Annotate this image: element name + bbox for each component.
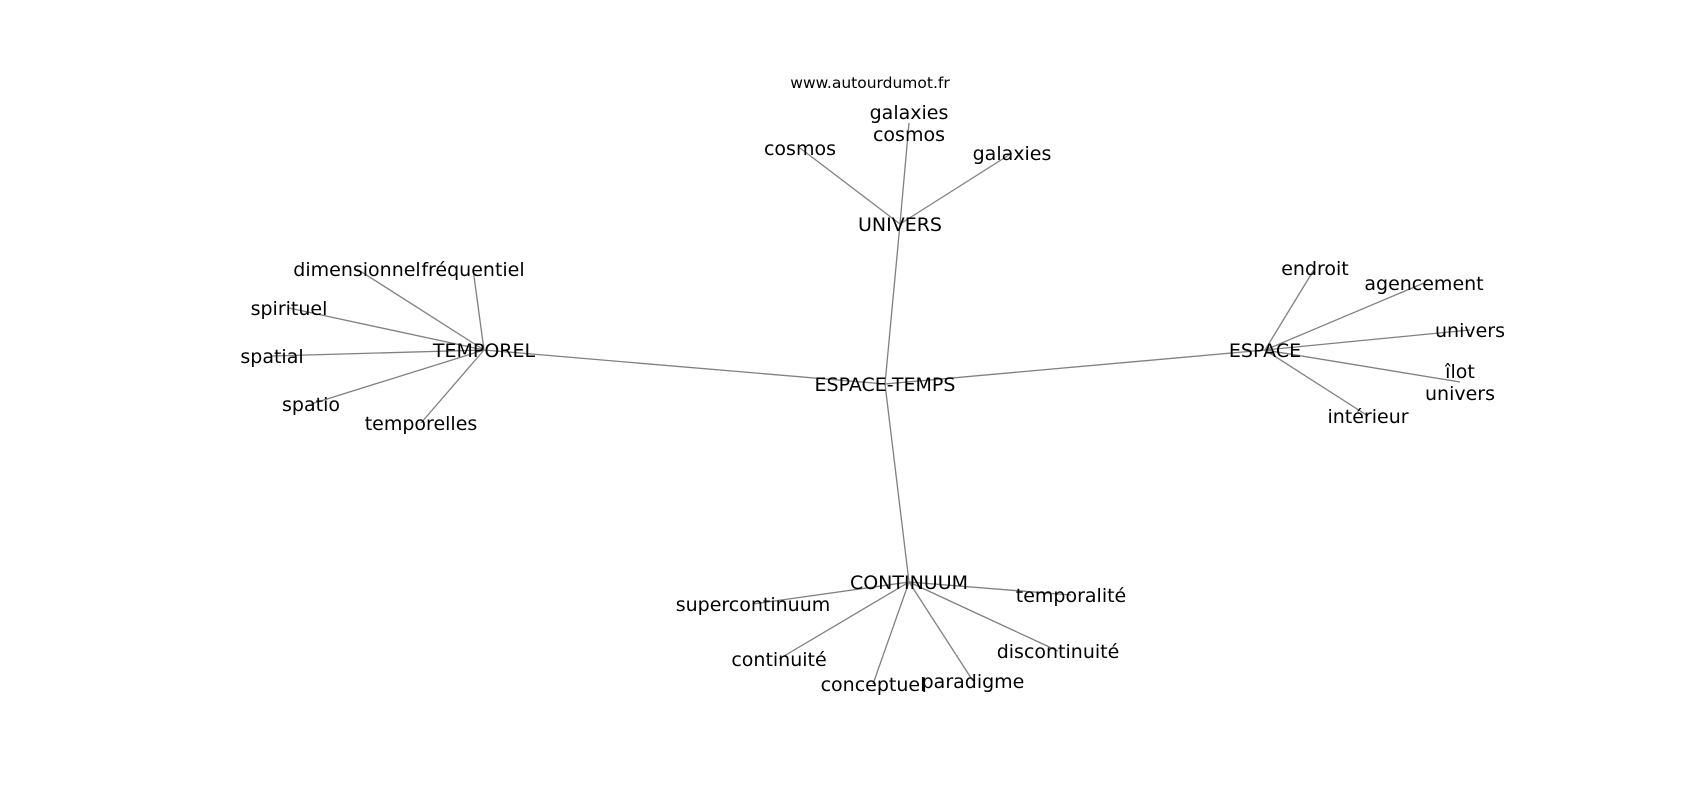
edge-continuum-paradigme	[908, 581, 974, 682]
node-supercontinuum: supercontinuum	[676, 594, 831, 616]
node-espace-temps: ESPACE-TEMPS	[815, 374, 956, 396]
node-espace-temps-line: ESPACE-TEMPS	[815, 374, 956, 396]
node-univers-hub: UNIVERS	[858, 214, 942, 236]
edge-temporel-dimensionnel	[356, 268, 485, 351]
node-spatio: spatio	[282, 394, 340, 416]
node-discontinuite-line: discontinuité	[997, 641, 1120, 663]
node-spatial: spatial	[240, 346, 303, 368]
edge-espace-agencement	[1264, 282, 1425, 351]
node-espace-line: ESPACE	[1229, 340, 1301, 362]
edge-espace-ilot-univers	[1264, 349, 1461, 383]
node-espace: ESPACE	[1229, 340, 1301, 362]
edge-continuum-supercontinuum	[752, 581, 910, 605]
node-conceptuel-line: conceptuel	[821, 674, 926, 696]
edge-continuum-discontinuite	[908, 581, 1059, 652]
node-agencement: agencement	[1364, 273, 1483, 295]
node-endroit: endroit	[1281, 258, 1349, 280]
edge-espace-temps-temporel	[483, 349, 886, 385]
node-paradigme: paradigme	[922, 671, 1025, 693]
node-ilot-univers-line: univers	[1425, 383, 1495, 405]
edge-temporel-spatio	[310, 349, 485, 405]
node-temporalite-line: temporalité	[1016, 585, 1126, 607]
node-ilot-univers-line: îlot	[1444, 361, 1475, 383]
node-galaxies-line: galaxies	[973, 143, 1052, 165]
node-frequentiel-line: fréquentiel	[421, 259, 524, 281]
node-univers: univers	[1435, 320, 1505, 342]
edge-espace-temps-espace	[884, 349, 1266, 385]
node-temporalite: temporalité	[1016, 585, 1126, 607]
node-supercontinuum-line: supercontinuum	[676, 594, 831, 616]
node-continuite: continuité	[731, 649, 826, 671]
edge-espace-temps-continuum	[884, 383, 910, 583]
node-cosmos: cosmos	[764, 138, 836, 160]
node-spatial-line: spatial	[240, 346, 303, 368]
node-continuum-line: CONTINUUM	[850, 572, 968, 594]
edge-espace-endroit	[1264, 267, 1316, 351]
edge-temporel-spirituel	[288, 307, 485, 351]
edge-continuum-continuite	[778, 581, 910, 660]
node-agencement-line: agencement	[1364, 273, 1483, 295]
node-endroit-line: endroit	[1281, 258, 1349, 280]
node-dimensionnel: dimensionnel	[293, 259, 420, 281]
edge-espace-temps-univers-hub	[884, 223, 901, 385]
edge-espace-univers	[1264, 329, 1471, 351]
node-galaxies-cosmos-line: cosmos	[873, 124, 945, 146]
edge-univers-hub-cosmos	[799, 147, 901, 225]
node-conceptuel: conceptuel	[821, 674, 926, 696]
edge-espace-interieur	[1264, 349, 1369, 417]
node-galaxies: galaxies	[973, 143, 1052, 165]
edge-continuum-conceptuel	[872, 581, 910, 685]
node-interieur: intérieur	[1327, 406, 1408, 428]
node-temporelles-line: temporelles	[365, 413, 478, 435]
edge-temporel-spatial	[271, 349, 485, 357]
watermark-text: www.autourdumot.fr	[790, 74, 950, 92]
node-univers-hub-line: UNIVERS	[858, 214, 942, 236]
edge-univers-hub-galaxies-cosmos	[899, 122, 910, 225]
node-temporel-line: TEMPOREL	[432, 340, 536, 362]
edge-continuum-temporalite	[908, 581, 1072, 596]
node-spirituel-line: spirituel	[251, 298, 328, 320]
node-spatio-line: spatio	[282, 394, 340, 416]
node-continuite-line: continuité	[731, 649, 826, 671]
node-univers-line: univers	[1435, 320, 1505, 342]
node-galaxies-cosmos-line: galaxies	[870, 102, 949, 124]
labels-layer: ESPACE-TEMPS UNIVERS TEMPOREL ESPACE CONTINU…	[240, 102, 1505, 696]
node-cosmos-line: cosmos	[764, 138, 836, 160]
node-temporelles: temporelles	[365, 413, 478, 435]
node-interieur-line: intérieur	[1327, 406, 1408, 428]
edge-temporel-frequentiel	[472, 268, 485, 351]
node-frequentiel: fréquentiel	[421, 259, 524, 281]
edges-layer	[271, 122, 1471, 685]
node-continuum: CONTINUUM	[850, 572, 968, 594]
node-dimensionnel-line: dimensionnel	[293, 259, 420, 281]
node-paradigme-line: paradigme	[922, 671, 1025, 693]
edge-temporel-temporelles	[420, 349, 485, 424]
node-spirituel: spirituel	[251, 298, 328, 320]
edge-univers-hub-galaxies	[899, 152, 1013, 225]
node-discontinuite: discontinuité	[997, 641, 1120, 663]
node-temporel: TEMPOREL	[432, 340, 536, 362]
